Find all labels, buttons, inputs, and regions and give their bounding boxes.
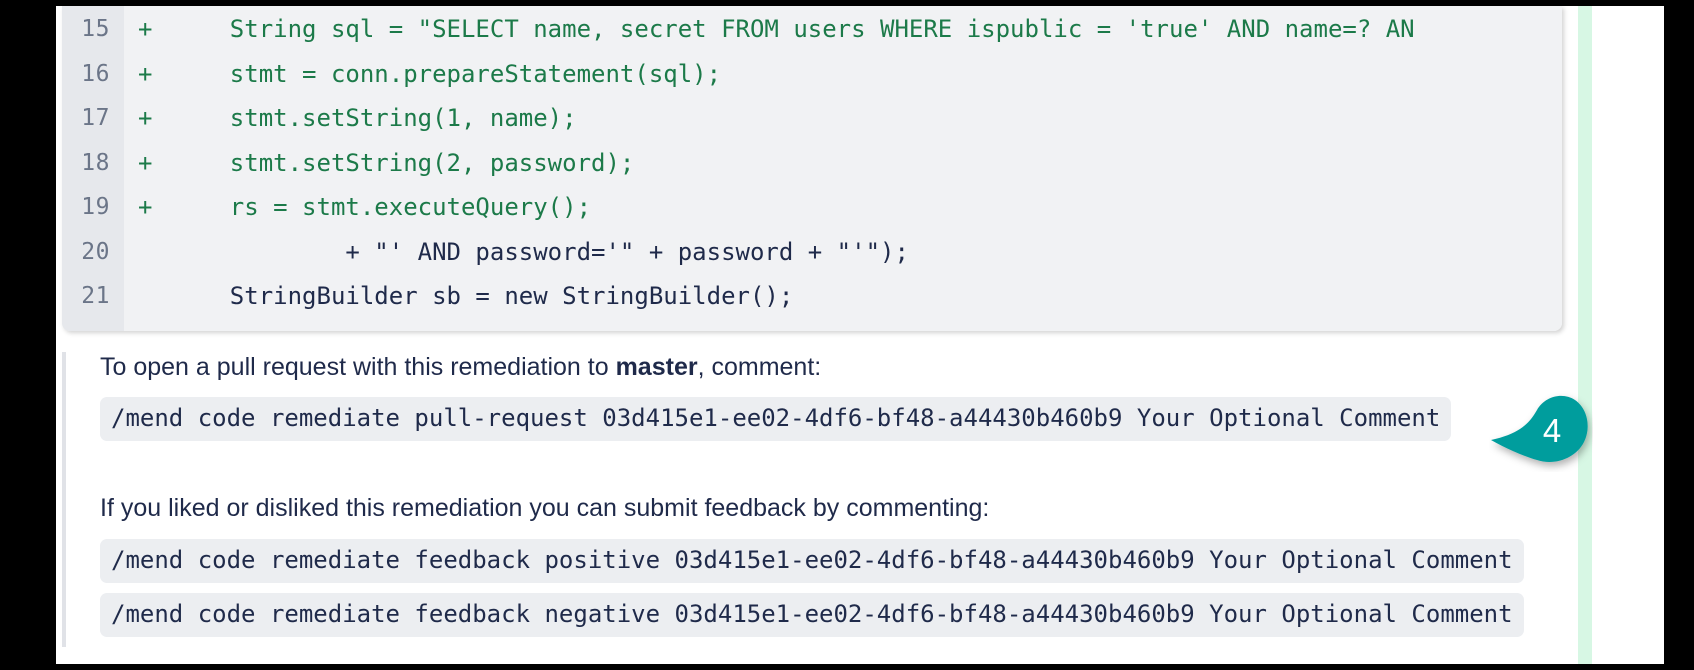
diff-code-text: String sql = "SELECT name, secret FROM u… <box>172 15 1415 43</box>
diff-code-text: stmt.setString(1, name); <box>172 104 577 132</box>
diff-code-text: StringBuilder sb = new StringBuilder(); <box>172 282 794 310</box>
diff-row: 19 + rs = stmt.executeQuery(); <box>62 185 1562 230</box>
diff-line-number: 18 <box>81 149 110 176</box>
diff-line-number: 15 <box>81 16 110 42</box>
pr-instruction-prefix: To open a pull request with this remedia… <box>100 353 616 381</box>
feedback-negative-command[interactable]: /mend code remediate feedback negative 0… <box>100 592 1524 637</box>
diff-line-number: 20 <box>81 238 110 265</box>
diff-code-text: stmt = conn.prepareStatement(sql); <box>172 59 722 88</box>
annotation-callout-pin: 4 <box>1489 390 1593 472</box>
pull-request-instruction: To open a pull request with this remedia… <box>100 352 1542 383</box>
pr-target-branch: master <box>615 353 698 381</box>
diff-change-marker: + <box>138 15 153 43</box>
code-diff-block: 15 + String sql = "SELECT name, secret FR… <box>62 6 1562 331</box>
callout-teardrop-icon <box>1491 395 1588 462</box>
pull-request-command[interactable]: /mend code remediate pull-request 03d415… <box>100 397 1452 442</box>
feedback-instruction: If you liked or disliked this remediatio… <box>100 494 990 523</box>
diff-row-list: 15 + String sql = "SELECT name, secret FR… <box>62 6 1562 319</box>
diff-line-number: 21 <box>81 283 110 309</box>
diff-change-marker: + <box>138 193 153 221</box>
diff-row: 18 + stmt.setString(2, password); <box>62 141 1562 186</box>
pr-instruction-suffix: , comment: <box>697 353 822 381</box>
diff-change-marker: + <box>138 59 153 88</box>
line-number-gutter <box>62 6 124 331</box>
diff-change-marker: + <box>138 104 153 132</box>
diff-row: 21 StringBuilder sb = new StringBuilder(… <box>62 274 1562 319</box>
diff-code-text: + "' AND password='" + password + "'"); <box>172 237 909 266</box>
diff-line-number: 17 <box>81 105 110 131</box>
diff-line-number: 16 <box>81 60 110 87</box>
diff-change-marker: + <box>138 148 153 177</box>
diff-row: 16 + stmt = conn.prepareStatement(sql); <box>62 52 1562 97</box>
page-content: 15 + String sql = "SELECT name, secret FR… <box>56 0 1664 670</box>
diff-line-number: 19 <box>81 194 110 220</box>
diff-code-text: rs = stmt.executeQuery(); <box>172 193 592 221</box>
scroll-rail-indicator[interactable] <box>1578 0 1592 670</box>
feedback-positive-command[interactable]: /mend code remediate feedback positive 0… <box>100 538 1524 583</box>
diff-row: 15 + String sql = "SELECT name, secret FR… <box>62 7 1562 52</box>
remediation-comment-section: To open a pull request with this remedia… <box>62 352 1542 647</box>
diff-code-text: stmt.setString(2, password); <box>172 148 635 177</box>
diff-row: 20 + "' AND password='" + password + "'"… <box>62 230 1562 275</box>
diff-row: 17 + stmt.setString(1, name); <box>62 96 1562 141</box>
